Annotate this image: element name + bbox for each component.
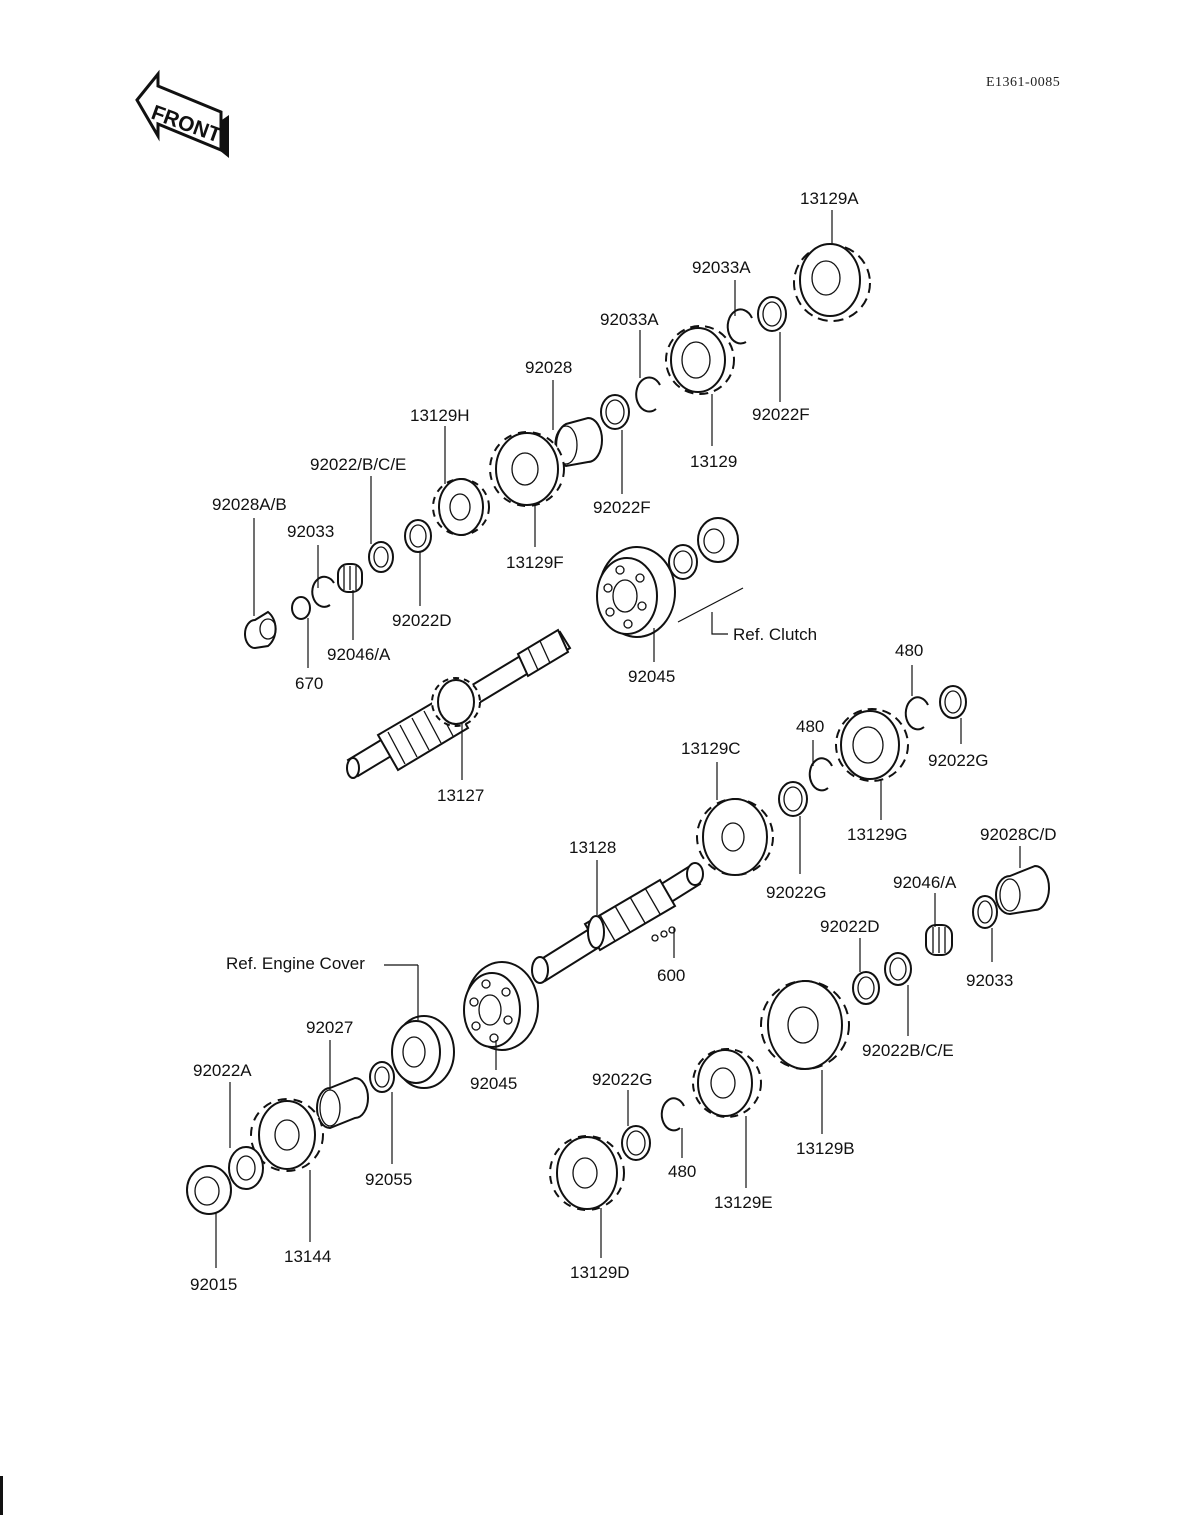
gear-13129E: [692, 1048, 762, 1118]
bushing-92028AB: [244, 610, 277, 650]
callout-labels: 13129A 92033A 92022F 13129 92033A 92028 …: [190, 189, 1057, 1294]
washer-92022G-low: [621, 1125, 651, 1161]
label-480-a: 480: [895, 641, 923, 660]
label-92046A-top: 92046/A: [327, 645, 391, 664]
washer-92022G-right: [939, 685, 967, 719]
ref-clutch-line: [677, 587, 744, 623]
label-13129A: 13129A: [800, 189, 859, 208]
gear-13129F: [489, 431, 565, 507]
label-92022BCE-low: 92022B/C/E: [862, 1041, 954, 1060]
washer-92022D-low: [852, 971, 880, 1005]
circlip-92033-top: [311, 575, 335, 608]
drawing-code: E1361-0085: [986, 75, 1060, 90]
washer-92022BCE-low: [884, 952, 912, 986]
label-600: 600: [657, 966, 685, 985]
washer-670: [291, 596, 311, 620]
gear-13129C: [696, 798, 774, 876]
shaft-13128: [531, 862, 704, 984]
label-92022D-top: 92022D: [392, 611, 452, 630]
label-92022F-left: 92022F: [593, 498, 651, 517]
label-13129D: 13129D: [570, 1263, 630, 1282]
label-92045-top: 92045: [628, 667, 675, 686]
scan-edge-mark: [0, 1476, 3, 1515]
label-92022A: 92022A: [193, 1061, 252, 1080]
shaft-13127: [346, 628, 572, 779]
oil-seal: [391, 1015, 455, 1089]
label-92022BCE-top: 92022/B/C/E: [310, 455, 406, 474]
nut-clutch-side: [697, 517, 739, 563]
gear-13129A: [793, 243, 871, 322]
needle-bearing-92046A-low: [925, 924, 953, 956]
circlip-480-a: [904, 696, 929, 731]
ball-bearing-92045-top: [596, 546, 676, 638]
label-92015: 92015: [190, 1275, 237, 1294]
gear-13129H: [432, 478, 490, 536]
label-92033-top: 92033: [287, 522, 334, 541]
label-13129G: 13129G: [847, 825, 908, 844]
balls-600: [651, 926, 676, 942]
washer-92022G-mid: [778, 781, 808, 817]
sprocket-13144: [250, 1098, 324, 1172]
label-92022G-right: 92022G: [928, 751, 989, 770]
circlip-92033A-top: [726, 308, 753, 345]
label-13129: 13129: [690, 452, 737, 471]
needle-bearing-92046A-top: [337, 563, 363, 593]
washer-92022F-right: [757, 296, 787, 332]
label-92027: 92027: [306, 1018, 353, 1037]
gear-13129B: [760, 980, 850, 1070]
label-13129H: 13129H: [410, 406, 470, 425]
label-92028CD: 92028C/D: [980, 825, 1057, 844]
washer-92022BCE-top: [368, 541, 394, 573]
label-92033A-mid: 92033A: [600, 310, 659, 329]
label-ref-engine-cover: Ref. Engine Cover: [226, 954, 365, 973]
label-92022D-low: 92022D: [820, 917, 880, 936]
label-13129E: 13129E: [714, 1193, 773, 1212]
label-92046A-low: 92046/A: [893, 873, 957, 892]
circlip-480-c: [660, 1097, 685, 1132]
label-92022G-low: 92022G: [592, 1070, 653, 1089]
circlip-92033A-mid: [635, 376, 661, 413]
bushing-92028CD: [995, 864, 1050, 916]
label-480-c: 480: [668, 1162, 696, 1181]
nut-92015: [186, 1165, 232, 1215]
label-92028: 92028: [525, 358, 572, 377]
label-92022F-right: 92022F: [752, 405, 810, 424]
front-arrow-icon: FRONT: [135, 69, 229, 158]
oring-92055: [369, 1061, 395, 1093]
label-13129B: 13129B: [796, 1139, 855, 1158]
label-13144: 13144: [284, 1247, 331, 1266]
label-13129C: 13129C: [681, 739, 741, 758]
label-92033-low: 92033: [966, 971, 1013, 990]
ball-bearing-92045-low: [463, 961, 539, 1051]
label-ref-clutch: Ref. Clutch: [733, 625, 817, 644]
leader-lines: [215, 210, 1021, 1268]
lockwasher-92022A: [228, 1146, 264, 1190]
circlip-480-b: [808, 757, 833, 792]
label-92055: 92055: [365, 1170, 412, 1189]
washer-clutch-side: [668, 544, 698, 580]
label-13127: 13127: [437, 786, 484, 805]
label-92033A-top: 92033A: [692, 258, 751, 277]
label-670: 670: [295, 674, 323, 693]
gear-13129G: [835, 708, 909, 782]
label-480-b: 480: [796, 717, 824, 736]
label-92028AB: 92028A/B: [212, 495, 287, 514]
washer-92022D-top: [404, 519, 432, 553]
label-92045-low: 92045: [470, 1074, 517, 1093]
label-92022G-mid: 92022G: [766, 883, 827, 902]
gear-13129D: [549, 1135, 625, 1211]
label-13128: 13128: [569, 838, 616, 857]
circlip-92033-low: [972, 895, 998, 929]
washer-92022F-left: [600, 394, 630, 430]
label-13129F: 13129F: [506, 553, 564, 572]
gear-13129: [665, 325, 735, 395]
collar-92027: [316, 1076, 369, 1130]
